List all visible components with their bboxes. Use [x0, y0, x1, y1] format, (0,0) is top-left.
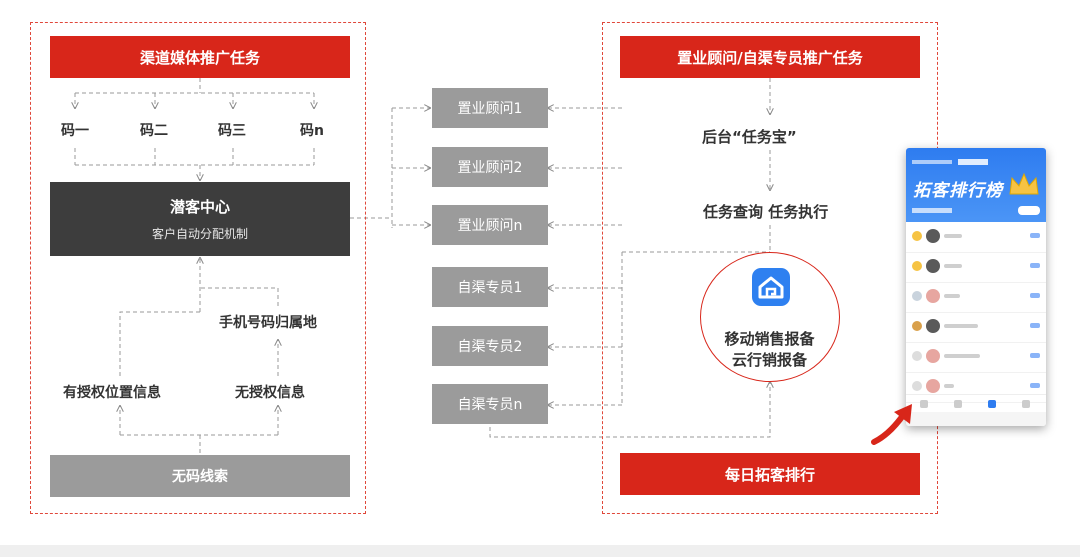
specialist-n-box: 自渠专员n: [432, 384, 548, 424]
lead-center-title: 潜客中心: [169, 198, 230, 216]
crown-icon: [1009, 172, 1039, 195]
mobile-report-label: 移动销售报备: [724, 330, 815, 348]
phone-title: 拓客排行榜: [913, 181, 1003, 201]
phone-subtitle-bar: [912, 208, 952, 213]
backend-task-label: 后台“任务宝”: [702, 128, 797, 146]
lead-center-box: 潜客中心 客户自动分配机制: [50, 182, 350, 256]
phone-rank-row: [906, 312, 1046, 343]
advisor-1-box: 置业顾问1: [432, 88, 548, 128]
phone-filter-button: [1018, 206, 1040, 215]
phone-rank-row: [906, 342, 1046, 373]
advisor-task-bar: 置业顾问/自渠专员推广任务: [620, 36, 920, 78]
advisor-2-label: 置业顾问2: [457, 160, 523, 176]
authorized-location-label: 有授权位置信息: [63, 385, 161, 401]
channel-media-task-label: 渠道媒体推广任务: [139, 48, 260, 67]
footer-strip: [0, 545, 1080, 557]
daily-ranking-bar: 每日拓客排行: [620, 453, 920, 495]
specialist-1-box: 自渠专员1: [432, 267, 548, 307]
no-code-lead-label: 无码线索: [172, 469, 228, 485]
no-code-lead-bar: 无码线索: [50, 455, 350, 497]
phone-rank-row: [906, 372, 1046, 403]
lead-center-subtitle: 客户自动分配机制: [151, 227, 248, 241]
phone-system-bar: [906, 412, 1046, 426]
phone-rank-row: [906, 282, 1046, 313]
phone-bottom-nav: [906, 394, 1046, 413]
advisor-task-label: 置业顾问/自渠专员推广任务: [677, 48, 863, 67]
advisor-2-box: 置业顾问2: [432, 147, 548, 187]
specialist-1-label: 自渠专员1: [457, 280, 523, 296]
house-app-icon: [752, 268, 790, 306]
code-2: 码二: [140, 123, 168, 139]
code-1: 码一: [61, 123, 89, 139]
code-n: 码n: [300, 123, 324, 139]
advisor-n-box: 置业顾问n: [432, 205, 548, 245]
left-panel: [30, 22, 366, 514]
mobile-report-circle: 移动销售报备 云行销报备: [700, 252, 840, 382]
cloud-report-label: 云行销报备: [731, 351, 807, 369]
specialist-2-label: 自渠专员2: [457, 339, 523, 355]
advisor-n-label: 置业顾问n: [457, 218, 523, 234]
red-arrow-icon: [871, 404, 912, 445]
code-3: 码三: [218, 123, 246, 139]
phone-tab-active: [958, 159, 988, 165]
phone-rank-row: [906, 222, 1046, 253]
advisor-1-label: 置业顾问1: [457, 101, 523, 117]
specialist-n-label: 自渠专员n: [457, 397, 523, 413]
phone-tab-bar: [912, 160, 952, 164]
daily-ranking-label: 每日拓客排行: [724, 465, 815, 484]
unauthorized-label: 无授权信息: [235, 385, 305, 401]
channel-media-task-bar: 渠道媒体推广任务: [50, 36, 350, 78]
task-query-label: 任务查询 任务执行: [703, 203, 829, 221]
phone-rank-row: [906, 252, 1046, 283]
specialist-2-box: 自渠专员2: [432, 326, 548, 366]
phone-location-label: 手机号码归属地: [219, 315, 317, 331]
phone-screenshot: 拓客排行榜: [906, 148, 1046, 426]
phone-header: 拓客排行榜: [906, 148, 1046, 222]
